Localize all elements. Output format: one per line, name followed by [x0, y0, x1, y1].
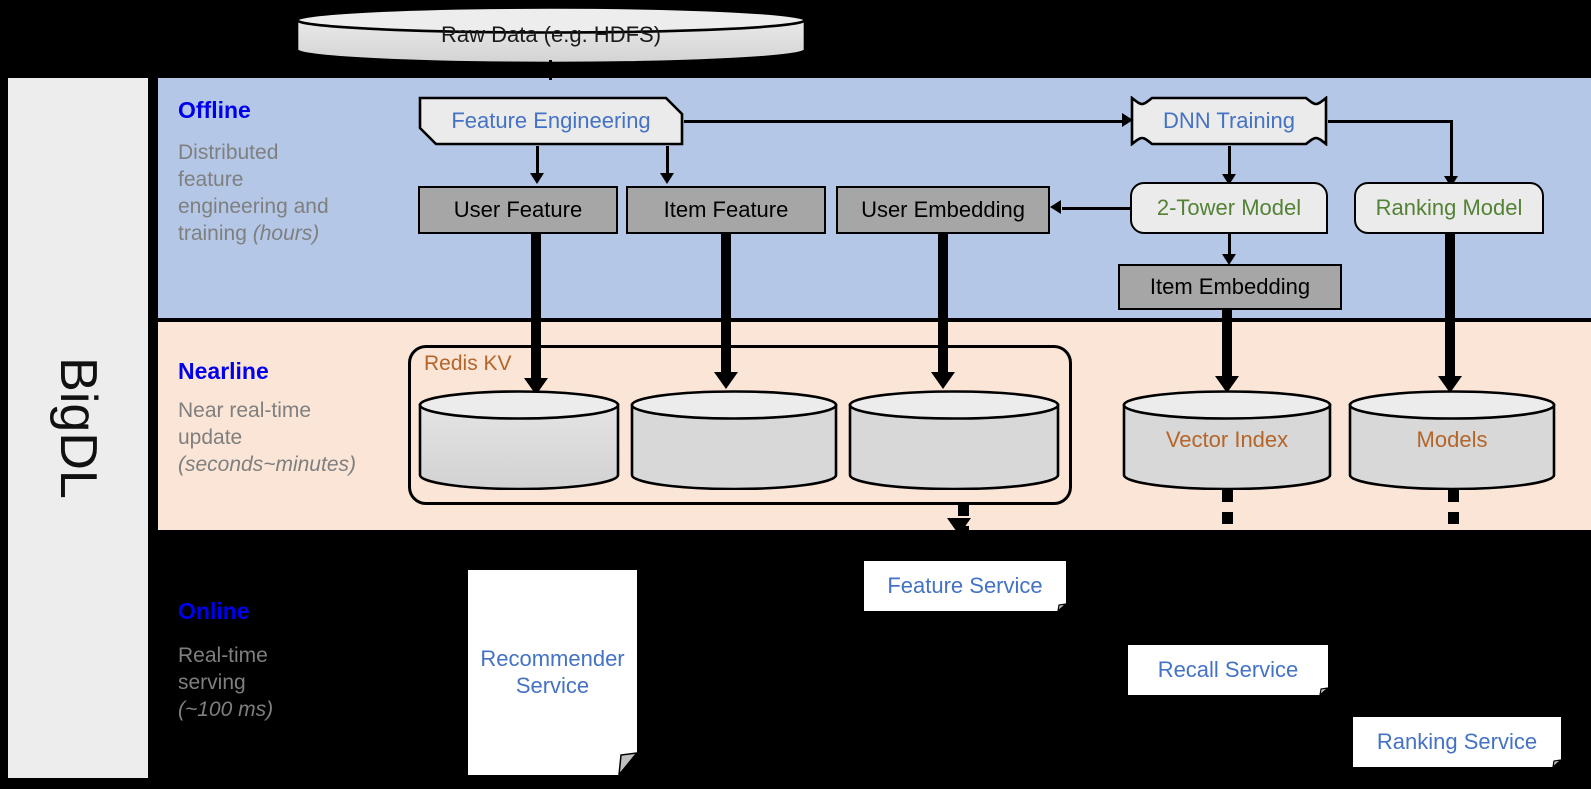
nearline-desc-l1: Near real-time	[178, 399, 312, 422]
arrowhead-redis-to-feature-service	[947, 518, 971, 535]
pipe-item-embedding-to-vectorindex	[1222, 310, 1232, 384]
node-feature-engineering[interactable]: Feature Engineering	[418, 96, 684, 146]
feature-service-label: Feature Service	[887, 572, 1043, 598]
dnn-training-label: DNN Training	[1162, 108, 1296, 133]
arrowhead-rawdata-to-fe	[539, 62, 563, 79]
recommender-service-line2: Service	[515, 672, 590, 698]
node-dnn-training[interactable]: DNN Training	[1130, 95, 1328, 147]
store-cylinder-item-feature[interactable]	[630, 390, 838, 491]
cylinder-models[interactable]: Models	[1348, 390, 1556, 491]
connector-dnn-to-ranking-v	[1450, 120, 1453, 182]
store-cylinder-user-feature[interactable]	[418, 390, 620, 491]
pipe-ranking-model-to-models	[1445, 234, 1455, 384]
online-desc-l1: Real-time	[178, 644, 268, 667]
node-user-embedding[interactable]: User Embedding	[836, 186, 1050, 234]
user-embedding-label: User Embedding	[861, 196, 1025, 222]
recommender-service-label: Recommender Service	[468, 570, 637, 775]
arrowhead-fe-to-userfeature	[530, 173, 544, 184]
arrowhead-pipe-vectorindex	[1215, 376, 1239, 393]
stage-description-nearline: Near real-time update (seconds~minutes)	[178, 398, 393, 479]
node-ranking-service[interactable]: Ranking Service	[1353, 717, 1563, 769]
node-feature-service[interactable]: Feature Service	[864, 561, 1068, 613]
connector-twotower-to-userembedding	[1062, 207, 1130, 210]
stage-heading-nearline: Nearline	[178, 358, 269, 384]
arrowhead-dnn-to-twotower	[1222, 174, 1236, 185]
offline-desc-l3: engineering and	[178, 194, 329, 218]
two-tower-model-label: 2-Tower Model	[1156, 194, 1302, 220]
connector-dnn-to-ranking-h	[1328, 120, 1452, 123]
bigdl-label: BigDL	[49, 357, 107, 499]
redis-kv-container	[408, 345, 1072, 505]
node-user-feature[interactable]: User Feature	[418, 186, 618, 234]
item-embedding-label: Item Embedding	[1149, 273, 1311, 299]
offline-desc-l2: feature	[178, 167, 244, 191]
vector-index-label: Vector Index	[1165, 427, 1289, 452]
stage-description-online: Real-time serving (~100 ms)	[178, 643, 393, 724]
arrowhead-dnn-to-ranking	[1444, 176, 1458, 187]
arrowhead-pipe-store3	[931, 372, 955, 389]
recommender-service-line1: Recommender	[480, 646, 625, 672]
connector-fe-to-dnn	[684, 120, 1126, 123]
node-recall-service[interactable]: Recall Service	[1128, 645, 1330, 697]
user-feature-label: User Feature	[453, 196, 583, 222]
redis-kv-label: Redis KV	[424, 352, 512, 375]
store-cylinder-user-embedding[interactable]	[848, 390, 1060, 491]
pipe-user-embedding-to-store3	[938, 234, 948, 380]
connector-fe-to-userfeature	[536, 146, 539, 178]
item-feature-label: Item Feature	[663, 196, 789, 222]
ranking-model-label: Ranking Model	[1375, 194, 1523, 220]
arrowhead-twotower-to-userembedding	[1050, 200, 1061, 214]
offline-desc-l1: Distributed	[178, 141, 279, 164]
raw-data-cylinder: Raw Data (e.g. HDFS)	[295, 6, 807, 65]
node-item-feature[interactable]: Item Feature	[626, 186, 826, 234]
arrowhead-pipe-models	[1438, 376, 1462, 393]
pipe-models-to-ranking-service	[1448, 490, 1459, 534]
stage-heading-offline: Offline	[178, 97, 251, 123]
arrowhead-fe-to-dnn	[1122, 113, 1133, 127]
stage-heading-online: Online	[178, 598, 250, 624]
bigdl-framework-panel: BigDL	[8, 78, 148, 778]
arrowhead-twotower-to-itememb	[1222, 254, 1236, 265]
connector-dnn-to-twotower	[1228, 146, 1231, 180]
node-item-embedding[interactable]: Item Embedding	[1118, 264, 1342, 310]
recall-service-label: Recall Service	[1157, 656, 1299, 682]
connector-fe-to-itemfeature	[666, 146, 669, 178]
arrowhead-pipe-store2	[714, 372, 738, 389]
pipe-vector-index-to-recall-service	[1222, 490, 1233, 534]
raw-data-label: Raw Data (e.g. HDFS)	[440, 22, 662, 47]
online-desc-emphasis: (~100 ms)	[178, 697, 274, 721]
node-recommender-service[interactable]: Recommender Service	[468, 570, 639, 778]
node-two-tower-model[interactable]: 2-Tower Model	[1130, 182, 1328, 234]
stage-description-offline: Distributed feature engineering and trai…	[178, 140, 393, 248]
arrowhead-fe-to-itemfeature	[660, 173, 674, 184]
offline-desc-l4: training	[178, 221, 253, 245]
offline-desc-emphasis: (hours)	[252, 221, 320, 245]
pipe-item-feature-to-store2	[721, 234, 731, 380]
node-ranking-model[interactable]: Ranking Model	[1354, 182, 1544, 234]
feature-engineering-label: Feature Engineering	[451, 108, 651, 133]
ranking-service-label: Ranking Service	[1376, 728, 1538, 754]
pipe-user-feature-to-store1	[531, 234, 541, 386]
online-desc-l2: serving	[178, 670, 246, 694]
models-label: Models	[1416, 427, 1488, 452]
nearline-desc-emphasis: (seconds~minutes)	[178, 452, 356, 476]
nearline-desc-l2: update	[178, 425, 243, 449]
connector-twotower-to-itememb	[1228, 234, 1231, 260]
cylinder-vector-index[interactable]: Vector Index	[1122, 390, 1332, 491]
